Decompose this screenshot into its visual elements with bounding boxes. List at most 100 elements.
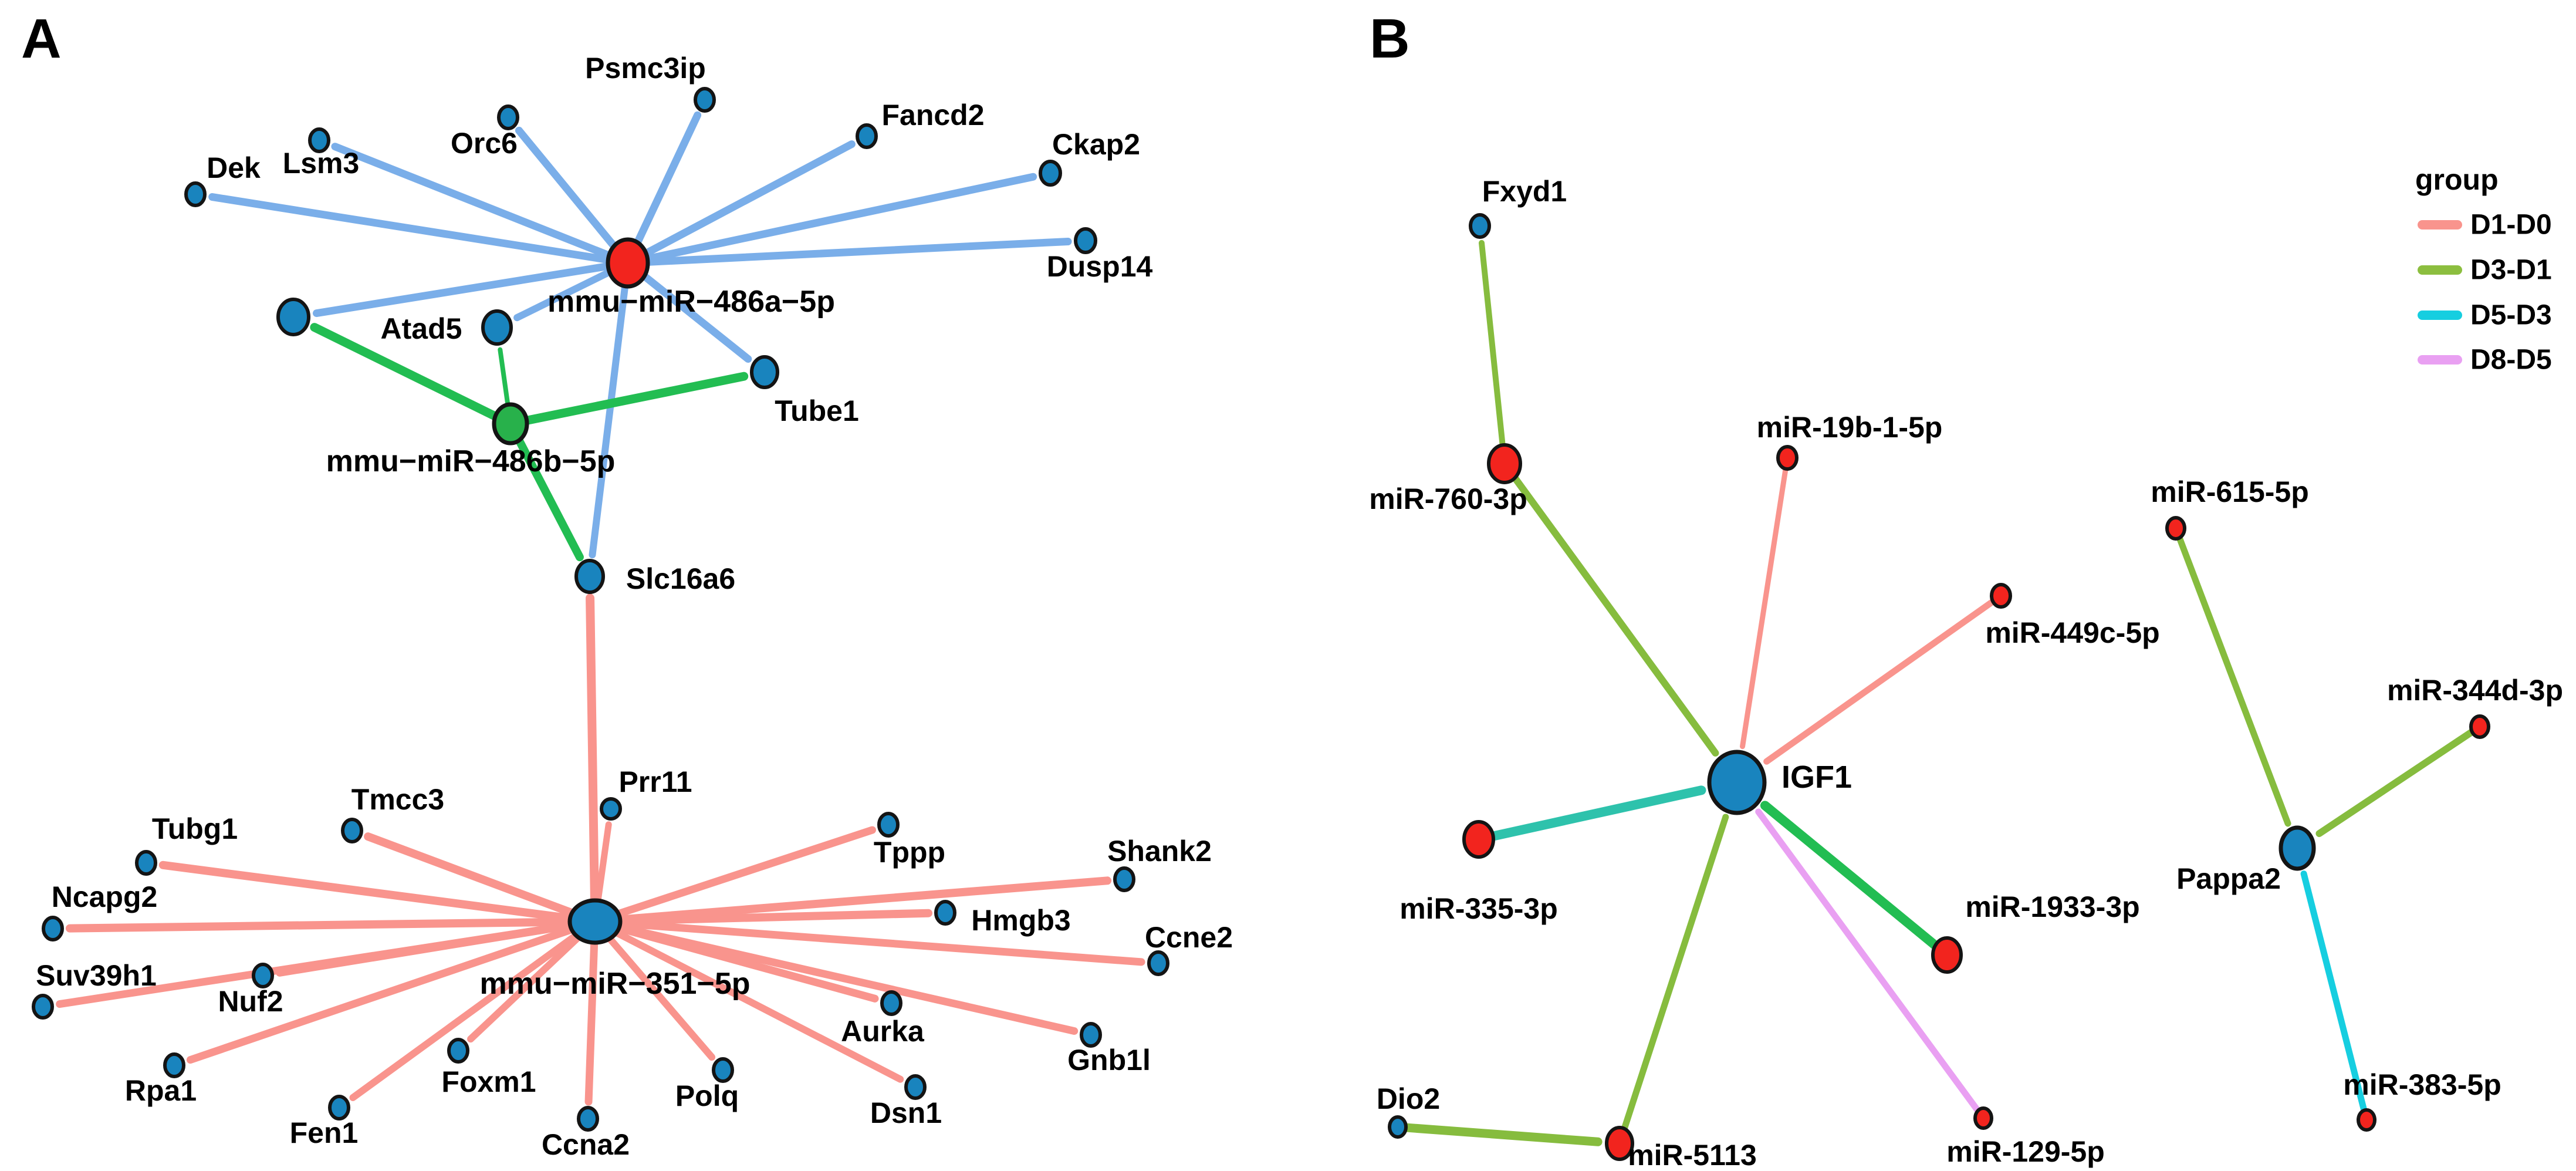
node-label-a_ccna2: Ccna2 — [542, 1128, 630, 1161]
node-a_486a[interactable] — [606, 237, 650, 289]
edge-b_mir335-b_igf1 — [1488, 785, 1706, 841]
node-a_lsm3[interactable] — [308, 127, 330, 153]
edge-b_mir760-b_fxyd1 — [1478, 239, 1506, 452]
node-label-a_dek: Dek — [207, 151, 261, 184]
node-b_fxyd1[interactable] — [1469, 213, 1491, 239]
node-label-b_mir449c: miR-449c-5p — [1985, 616, 2159, 649]
node-a_ckap2[interactable] — [1039, 160, 1062, 187]
edge-a_351-a_prr11 — [594, 821, 612, 907]
node-a_fen1[interactable] — [328, 1095, 350, 1121]
node-label-a_atad5: Atad5 — [381, 312, 462, 345]
legend-label-D3-D1: D3-D1 — [2470, 255, 2552, 286]
node-label-b_pappa2: Pappa2 — [2176, 862, 2281, 895]
node-b_mir383[interactable] — [2357, 1108, 2376, 1132]
node-a_tubg1[interactable] — [135, 850, 157, 876]
node-a_polq[interactable] — [712, 1057, 734, 1083]
node-a_rpa1[interactable] — [163, 1052, 185, 1078]
node-a_prr11[interactable] — [600, 797, 622, 821]
edge-a_486b-a_unk — [310, 323, 501, 421]
edge-a_351-a_dsn1 — [607, 926, 904, 1083]
edge-a_351-a_polq — [603, 931, 716, 1061]
edge-b_mir449c-b_igf1 — [1763, 597, 1998, 765]
node-label-b_mir344d: miR-344d-3p — [2387, 674, 2563, 707]
node-label-b_mir383: miR-383-5p — [2343, 1068, 2501, 1101]
node-b_mir344d[interactable] — [2469, 714, 2490, 739]
node-label-b_mir129: miR-129-5p — [1946, 1135, 2105, 1168]
node-label-a_486a: mmu−miR−486a−5p — [547, 285, 835, 319]
node-label-b_mir5113: miR-5113 — [1628, 1139, 1757, 1171]
node-label-a_foxm1: Foxm1 — [441, 1065, 536, 1098]
node-a_hmgb3[interactable] — [934, 900, 956, 926]
node-a_unk[interactable] — [276, 298, 310, 336]
node-b_igf1[interactable] — [1707, 750, 1767, 815]
node-b_mir615[interactable] — [2165, 516, 2186, 541]
node-label-a_nuf2: Nuf2 — [218, 985, 283, 1018]
node-b_mir1933[interactable] — [1931, 936, 1963, 974]
edge-b_mir1933-b_igf1 — [1760, 801, 1942, 951]
node-label-a_rpa1: Rpa1 — [125, 1074, 197, 1107]
node-a_aurka[interactable] — [880, 990, 902, 1016]
panel-A: mmu−miR−486a−5pmmu−miR−486b−5pmmu−miR−35… — [21, 8, 1233, 1161]
node-a_tppp[interactable] — [877, 812, 900, 838]
node-a_dek[interactable] — [184, 181, 207, 207]
node-label-a_shank2: Shank2 — [1107, 835, 1212, 868]
node-a_psmc3ip[interactable] — [694, 87, 716, 113]
node-b_mir129[interactable] — [1973, 1106, 1993, 1130]
node-b_mir335[interactable] — [1462, 820, 1495, 859]
node-a_ccna2[interactable] — [577, 1106, 599, 1132]
edge-b_dio2-b_mir5113 — [1399, 1123, 1603, 1146]
node-a_slc16a6[interactable] — [574, 559, 605, 594]
edge-a_351-a_shank2 — [608, 876, 1112, 924]
edge-a_486a-a_psmc3ip — [632, 111, 702, 249]
edge-b_mir5113-b_igf1 — [1620, 814, 1729, 1135]
node-a_shank2[interactable] — [1113, 866, 1135, 892]
node-label-a_suv39h1: Suv39h1 — [36, 959, 157, 992]
node-label-a_aurka: Aurka — [841, 1015, 925, 1048]
edge-b_mir760-b_igf1 — [1510, 473, 1719, 757]
node-a_foxm1[interactable] — [447, 1038, 469, 1064]
node-label-a_dusp14: Dusp14 — [1047, 250, 1153, 283]
node-a_atad5[interactable] — [481, 309, 513, 346]
node-b_pappa2[interactable] — [2278, 825, 2316, 871]
node-label-b_fxyd1: Fxyd1 — [1482, 175, 1567, 208]
node-a_tube1[interactable] — [750, 355, 779, 389]
edge-a_486a-a_fancd2 — [641, 140, 856, 258]
node-label-a_fen1: Fen1 — [290, 1116, 359, 1149]
node-a_dusp14[interactable] — [1074, 227, 1097, 254]
node-label-a_lsm3: Lsm3 — [283, 147, 360, 180]
node-label-a_dsn1: Dsn1 — [870, 1096, 942, 1129]
node-b_mir760[interactable] — [1487, 443, 1522, 484]
node-b_mir449c[interactable] — [1990, 583, 2012, 609]
node-b_dio2[interactable] — [1388, 1115, 1408, 1139]
node-a_ncapg2[interactable] — [42, 916, 64, 941]
node-label-a_351: mmu−miR−351−5p — [479, 967, 750, 1001]
node-label-a_prr11: Prr11 — [618, 765, 692, 798]
node-a_gnb1l[interactable] — [1080, 1022, 1102, 1048]
node-a_nuf2[interactable] — [252, 963, 274, 988]
node-label-a_psmc3ip: Psmc3ip — [585, 52, 706, 85]
edge-a_351-a_ccne2 — [608, 919, 1145, 966]
node-label-a_polq: Polq — [675, 1079, 739, 1112]
node-b_mir5113[interactable] — [1605, 1126, 1634, 1161]
node-a_fancd2[interactable] — [856, 123, 878, 149]
node-a_tmcc3[interactable] — [341, 818, 363, 843]
node-label-a_slc16a6: Slc16a6 — [626, 562, 735, 595]
node-label-a_ckap2: Ckap2 — [1052, 128, 1140, 161]
node-label-a_hmgb3: Hmgb3 — [971, 904, 1070, 937]
node-b_mir19b[interactable] — [1776, 445, 1799, 471]
node-a_351[interactable] — [567, 898, 623, 945]
node-label-a_ncapg2: Ncapg2 — [52, 880, 158, 913]
node-a_orc6[interactable] — [497, 104, 519, 130]
node-a_486b[interactable] — [492, 402, 529, 446]
node-label-a_tubg1: Tubg1 — [152, 812, 238, 845]
node-a_dsn1[interactable] — [904, 1074, 927, 1100]
edge-a_351-a_tppp — [607, 826, 876, 920]
node-a_suv39h1[interactable] — [32, 994, 54, 1020]
panel-A-labels: mmu−miR−486a−5pmmu−miR−486b−5pmmu−miR−35… — [36, 52, 1233, 1161]
node-a_ccne2[interactable] — [1147, 950, 1169, 976]
node-label-a_ccne2: Ccne2 — [1145, 921, 1233, 954]
edge-a_351-a_tmcc3 — [364, 832, 583, 920]
node-label-b_igf1: IGF1 — [1781, 760, 1852, 795]
